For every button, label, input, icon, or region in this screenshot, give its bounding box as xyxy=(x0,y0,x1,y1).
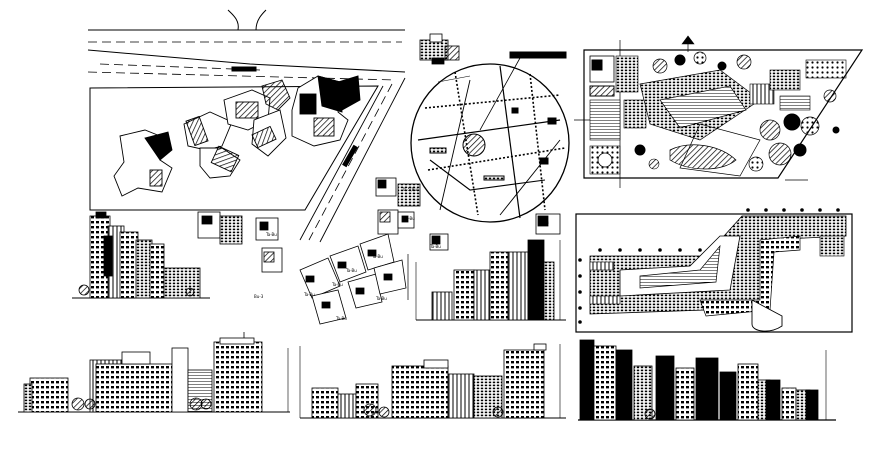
site-buildings xyxy=(113,75,361,197)
label-11: Ta-Bu xyxy=(537,220,549,225)
drawing-labels: Ta-5(Bu) Ta-Bu Bu-3 Ta-Bu Ta-Bu Ta-Bu Ta… xyxy=(254,187,549,321)
location-map xyxy=(410,51,570,223)
label-8: Ta-Bu xyxy=(335,316,347,321)
landscape-plan xyxy=(574,35,864,188)
label-4: Ta-Bu xyxy=(371,254,383,259)
label-9: Ta-Bu xyxy=(375,296,387,301)
label-5: Ta-Bu xyxy=(331,282,343,287)
key-plan-small xyxy=(419,33,460,65)
elevation-bottom-1 xyxy=(18,332,290,413)
elevation-a xyxy=(72,211,210,299)
label-10: Ta-Bu xyxy=(429,244,441,249)
floor-plan-large xyxy=(575,208,853,333)
north-arrow-icon xyxy=(681,35,695,45)
site-plan xyxy=(87,9,406,243)
label-12: Ta-Bu xyxy=(265,232,277,237)
label-7: Ta-Bu xyxy=(303,292,315,297)
floor-plan-fragments xyxy=(197,177,561,325)
label-6: Ta-Bu xyxy=(345,268,357,273)
label-3: Bu-3 xyxy=(254,294,264,299)
label-1: Ta-5(Bu) xyxy=(401,187,419,192)
elevation-bottom-2 xyxy=(299,343,566,419)
elevation-bottom-3 xyxy=(578,339,836,421)
elevation-b xyxy=(415,239,566,321)
label-2: Ta-Bu xyxy=(403,216,415,221)
